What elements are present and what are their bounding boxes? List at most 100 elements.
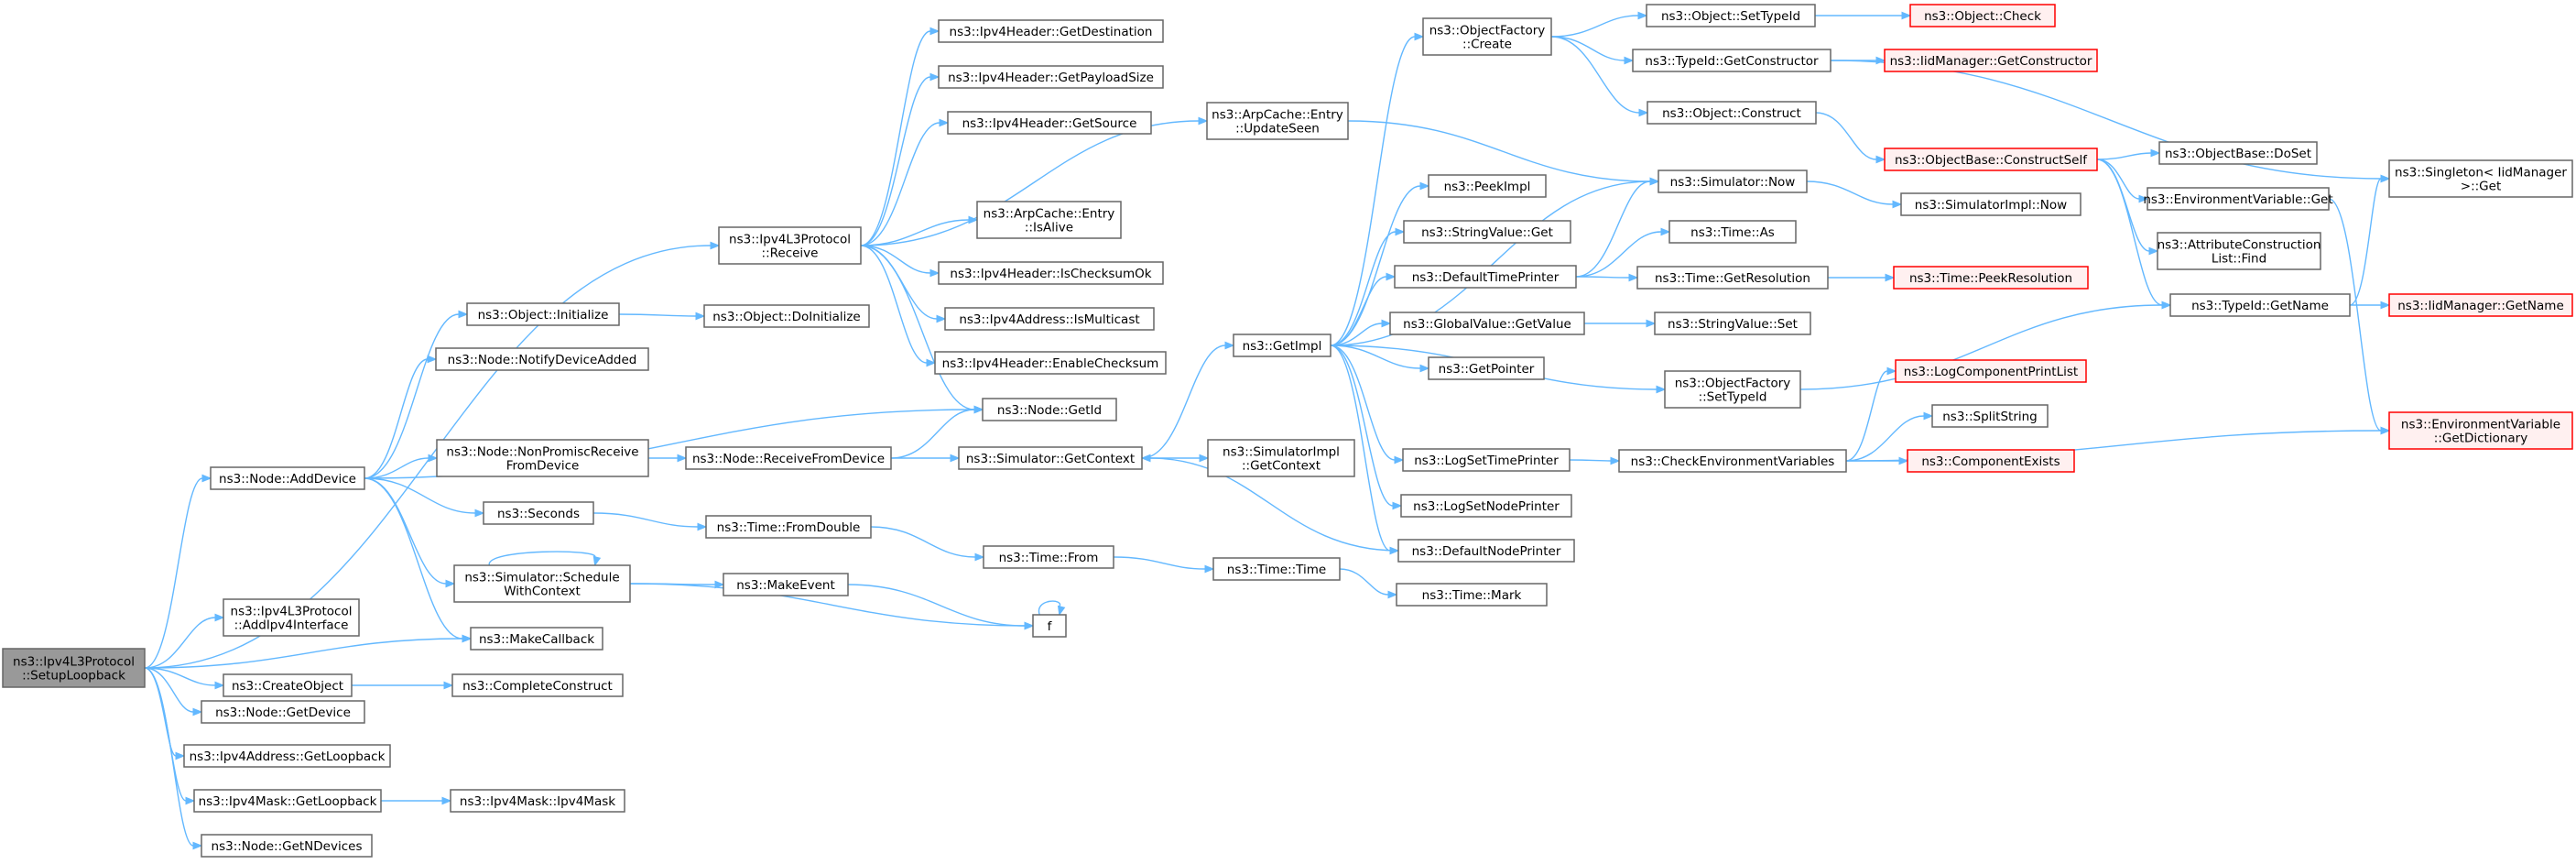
node-label: ns3::Object::Construct xyxy=(1662,106,1801,121)
node-getdest[interactable]: ns3::Ipv4Header::GetDestination xyxy=(938,19,1164,43)
node-logcomponentprintlist[interactable]: ns3::LogComponentPrintList xyxy=(1895,359,2087,383)
node-addrgetloopback[interactable]: ns3::Ipv4Address::GetLoopback xyxy=(183,744,391,768)
node-simimplgetcontext[interactable]: ns3::SimulatorImpl::GetContext xyxy=(1207,439,1355,477)
node-simimplnow[interactable]: ns3::SimulatorImpl::Now xyxy=(1900,192,2081,216)
node-receivefromdevice[interactable]: ns3::Node::ReceiveFromDevice xyxy=(685,446,892,470)
node-receive[interactable]: ns3::Ipv4L3Protocol::Receive xyxy=(718,226,862,265)
node-getpayload[interactable]: ns3::Ipv4Header::GetPayloadSize xyxy=(938,65,1164,89)
edge-arrowhead xyxy=(714,580,725,589)
node-componentexists[interactable]: ns3::ComponentExists xyxy=(1907,449,2075,473)
node-label: ns3::StringValue::Set xyxy=(1668,317,1798,332)
node-logsettimeprinter[interactable]: ns3::LogSetTimePrinter xyxy=(1402,448,1571,472)
node-getcontext[interactable]: ns3::Simulator::GetContext xyxy=(958,446,1143,470)
node-completeconstruct[interactable]: ns3::CompleteConstruct xyxy=(451,673,624,697)
node-timefrom[interactable]: ns3::Time::From xyxy=(983,545,1114,569)
node-ismulticast[interactable]: ns3::Ipv4Address::IsMulticast xyxy=(944,307,1155,331)
node-singletonget[interactable]: ns3::Singleton< IidManager >::Get xyxy=(2388,159,2573,198)
node-iidgetconstructor[interactable]: ns3::IidManager::GetConstructor xyxy=(1884,49,2098,72)
node-maskctor[interactable]: ns3::Ipv4Mask::Ipv4Mask xyxy=(450,789,625,813)
node-makecallback[interactable]: ns3::MakeCallback xyxy=(470,627,603,651)
node-checksumok[interactable]: ns3::Ipv4Header::IsChecksumOk xyxy=(938,261,1164,285)
node-logsetnodeprinter[interactable]: ns3::LogSetNodePrinter xyxy=(1400,494,1572,518)
edge-getresolution-to-peekresolution xyxy=(1828,273,1896,282)
edge-arrowhead xyxy=(592,555,602,567)
node-label: ns3::StringValue::Get xyxy=(1421,225,1553,240)
edge-arrowhead xyxy=(441,796,452,805)
node-globalvaluegetvalue[interactable]: ns3::GlobalValue::GetValue xyxy=(1389,312,1585,335)
node-defaultnodeprinter[interactable]: ns3::DefaultNodePrinter xyxy=(1397,539,1575,563)
node-timemark[interactable]: ns3::Time::Mark xyxy=(1396,583,1548,607)
node-makeevent[interactable]: ns3::MakeEvent xyxy=(723,573,849,596)
node-fromdouble[interactable]: ns3::Time::FromDouble xyxy=(705,515,872,539)
node-getdevice[interactable]: ns3::Node::GetDevice xyxy=(201,700,365,724)
node-getndevices[interactable]: ns3::Node::GetNDevices xyxy=(201,834,373,858)
node-adddevice[interactable]: ns3::Node::AddDevice xyxy=(210,466,365,490)
node-getid[interactable]: ns3::Node::GetId xyxy=(982,398,1117,421)
edge-arrowhead xyxy=(1923,411,1934,421)
edge-adddevice-to-objinit xyxy=(364,310,469,479)
edge-line xyxy=(2096,159,2140,200)
node-root[interactable]: ns3::Ipv4L3Protocol::SetupLoopback xyxy=(2,648,146,688)
node-getpointer[interactable]: ns3::GetPointer xyxy=(1428,356,1545,380)
node-checkenv[interactable]: ns3::CheckEnvironmentVariables xyxy=(1618,449,1847,473)
edge-line xyxy=(1806,180,1894,205)
node-getimpl[interactable]: ns3::GetImpl xyxy=(1233,334,1331,357)
node-doinit[interactable]: ns3::Object::DoInitialize xyxy=(703,304,870,328)
node-peekresolution[interactable]: ns3::Time::PeekResolution xyxy=(1893,266,2089,290)
node-iidgetname[interactable]: ns3::IidManager::GetName xyxy=(2388,293,2573,317)
node-maskgetloopback[interactable]: ns3::Ipv4Mask::GetLoopback xyxy=(193,789,382,813)
node-notify[interactable]: ns3::Node::NotifyDeviceAdded xyxy=(435,347,649,371)
node-label: ::SetTypeId xyxy=(1699,390,1767,405)
node-seconds[interactable]: ns3::Seconds xyxy=(483,501,594,525)
node-stringvalueget[interactable]: ns3::StringValue::Get xyxy=(1403,220,1571,244)
edge-line xyxy=(1799,304,2163,390)
node-envget[interactable]: ns3::EnvironmentVariable::Get xyxy=(2143,187,2333,211)
node-stringvalueset[interactable]: ns3::StringValue::Set xyxy=(1654,312,1811,335)
node-factorysettypeid[interactable]: ns3::ObjectFactory::SetTypeId xyxy=(1664,370,1801,409)
node-peekimpl[interactable]: ns3::PeekImpl xyxy=(1428,174,1547,198)
node-timetime[interactable]: ns3::Time::Time xyxy=(1212,557,1341,581)
node-dobaseset[interactable]: ns3::ObjectBase::DoSet xyxy=(2158,141,2318,165)
node-typeidgetconstructor[interactable]: ns3::TypeId::GetConstructor xyxy=(1632,49,1831,72)
node-getsource[interactable]: ns3::Ipv4Header::GetSource xyxy=(947,111,1152,135)
node-isalive[interactable]: ns3::ArpCache::Entry::IsAlive xyxy=(976,201,1122,239)
edge-line xyxy=(1575,231,1662,278)
node-getresolution[interactable]: ns3::Time::GetResolution xyxy=(1636,266,1829,290)
edge-defaultnodeprinter-to-getcontext xyxy=(1140,454,1399,552)
node-updateseen[interactable]: ns3::ArpCache::Entry::UpdateSeen xyxy=(1206,102,1349,140)
node-factorycreate[interactable]: ns3::ObjectFactory::Create xyxy=(1422,17,1552,56)
node-label: ns3::CompleteConstruct xyxy=(462,679,613,694)
edge-line xyxy=(847,584,1026,627)
node-envgetdict[interactable]: ns3::EnvironmentVariable::GetDictionary xyxy=(2388,411,2573,450)
edge-defaulttimeprinter-to-timeas xyxy=(1575,227,1671,278)
node-addipv4[interactable]: ns3::Ipv4L3Protocol::AddIpv4Interface xyxy=(223,598,360,637)
node-f[interactable]: f xyxy=(1032,614,1067,638)
node-objsettypeid[interactable]: ns3::Object::SetTypeId xyxy=(1646,4,1816,27)
node-createobject[interactable]: ns3::CreateObject xyxy=(223,673,353,697)
node-label: ::GetDictionary xyxy=(2434,432,2527,446)
node-timeas[interactable]: ns3::Time::As xyxy=(1668,220,1797,244)
node-enablechecksum[interactable]: ns3::Ipv4Header::EnableChecksum xyxy=(934,351,1167,375)
node-constructself[interactable]: ns3::ObjectBase::ConstructSelf xyxy=(1884,148,2098,171)
node-box xyxy=(2147,187,2330,211)
node-box xyxy=(201,700,365,724)
node-objcheck[interactable]: ns3::Object::Check xyxy=(1909,4,2056,27)
node-simnow[interactable]: ns3::Simulator::Now xyxy=(1658,170,1808,193)
node-objconstruct[interactable]: ns3::Object::Construct xyxy=(1647,101,1817,125)
edge-arrowhead xyxy=(1419,364,1430,373)
node-box xyxy=(2,648,146,688)
node-typeidgetname[interactable]: ns3::TypeId::GetName xyxy=(2169,293,2351,317)
edge-defaulttimeprinter-to-simnow xyxy=(1575,177,1660,278)
node-splitstring[interactable]: ns3::SplitString xyxy=(1931,404,2049,428)
node-box xyxy=(1207,439,1355,477)
edge-arrowhead xyxy=(192,841,203,850)
edge-line xyxy=(364,477,463,640)
node-box xyxy=(938,261,1164,285)
node-objinit[interactable]: ns3::Object::Initialize xyxy=(466,302,620,326)
edge-line xyxy=(618,313,697,317)
node-label: ns3::Ipv4Address::GetLoopback xyxy=(190,749,386,764)
node-defaulttimeprinter[interactable]: ns3::DefaultTimePrinter xyxy=(1394,265,1577,289)
